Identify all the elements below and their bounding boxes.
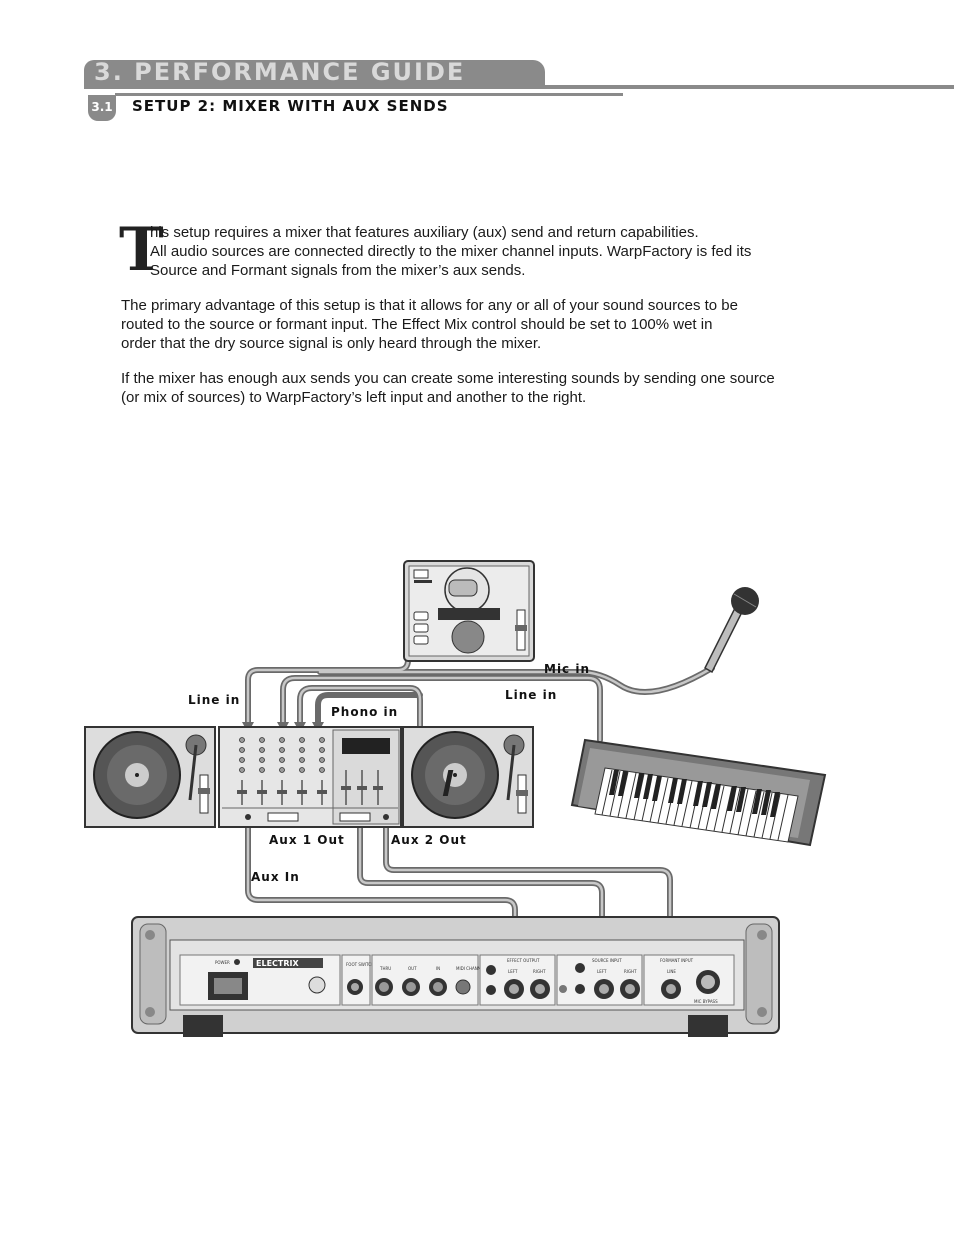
midi-channel-label: MIDI CHANNEL <box>456 966 486 971</box>
label-phono-in: Phono in <box>331 705 398 719</box>
paragraph-line: order that the dry source signal is only… <box>121 335 542 352</box>
setup-diagram: ELECTRIX POWER FOOT SWITCH THRU OUT IN M… <box>84 560 827 1037</box>
paragraph-intro: his setup requires a mixer that features… <box>150 223 830 280</box>
label-aux-in: Aux In <box>251 870 300 884</box>
dropcap: T <box>119 215 164 285</box>
line-label: LINE <box>667 969 676 974</box>
foot-switch-label: FOOT SWITCH <box>346 962 374 967</box>
chapter-header-tab <box>84 60 545 88</box>
label-mic-in: Mic in <box>544 662 590 676</box>
label-aux2-out: Aux 2 Out <box>391 833 467 847</box>
mic-bypass-label: MIC BYPASS <box>694 999 718 1004</box>
microphone <box>704 587 759 674</box>
section-number-badge: 3.1 <box>88 95 116 121</box>
turntable-right <box>402 726 534 828</box>
power-label: POWER <box>215 960 230 965</box>
cable-inner <box>246 638 714 947</box>
keyboard <box>442 738 827 847</box>
paragraph-line: his setup requires a mixer that features… <box>150 224 699 241</box>
chapter-header-rule <box>84 85 954 89</box>
paragraph-line: (or mix of sources) to WarpFactory’s lef… <box>121 389 587 406</box>
paragraph-line: Source and Formant signals from the mixe… <box>150 262 526 279</box>
section-title: SETUP 2: MIXER WITH AUX SENDS <box>132 97 449 115</box>
cable-phono-right <box>315 692 423 728</box>
out-label: OUT <box>408 966 417 971</box>
effect-left-label: LEFT <box>508 969 518 974</box>
cd-player <box>403 560 535 662</box>
effect-output-label: EFFECT OUTPUT <box>507 958 540 963</box>
paragraph-line: The primary advantage of this setup is t… <box>121 297 738 314</box>
paragraph-aux-sends: If the mixer has enough aux sends you ca… <box>121 369 821 407</box>
source-right-label: RIGHT <box>624 969 637 974</box>
rack-brand: ELECTRIX <box>256 959 299 968</box>
paragraph-advantage: The primary advantage of this setup is t… <box>121 296 821 353</box>
thru-label: THRU <box>379 966 391 971</box>
turntable-left <box>84 726 216 828</box>
paragraph-line: routed to the source or formant input. T… <box>121 316 713 333</box>
source-left-label: LEFT <box>597 969 607 974</box>
in-label: IN <box>436 966 440 971</box>
warpfactory-rack-unit: ELECTRIX POWER FOOT SWITCH THRU OUT IN M… <box>131 916 780 1037</box>
section-rule <box>115 93 623 96</box>
label-aux1-out: Aux 1 Out <box>269 833 345 847</box>
label-line-in-right: Line in <box>505 688 557 702</box>
paragraph-line: If the mixer has enough aux sends you ca… <box>121 370 775 387</box>
label-line-in-left: Line in <box>188 693 240 707</box>
effect-right-label: RIGHT <box>533 969 546 974</box>
paragraph-line: All audio sources are connected directly… <box>150 243 752 260</box>
chapter-title: 3. PERFORMANCE GUIDE <box>94 58 466 86</box>
formant-input-label: FORMANT INPUT <box>660 958 694 963</box>
source-input-label: SOURCE INPUT <box>592 958 622 963</box>
mixer <box>218 726 402 828</box>
